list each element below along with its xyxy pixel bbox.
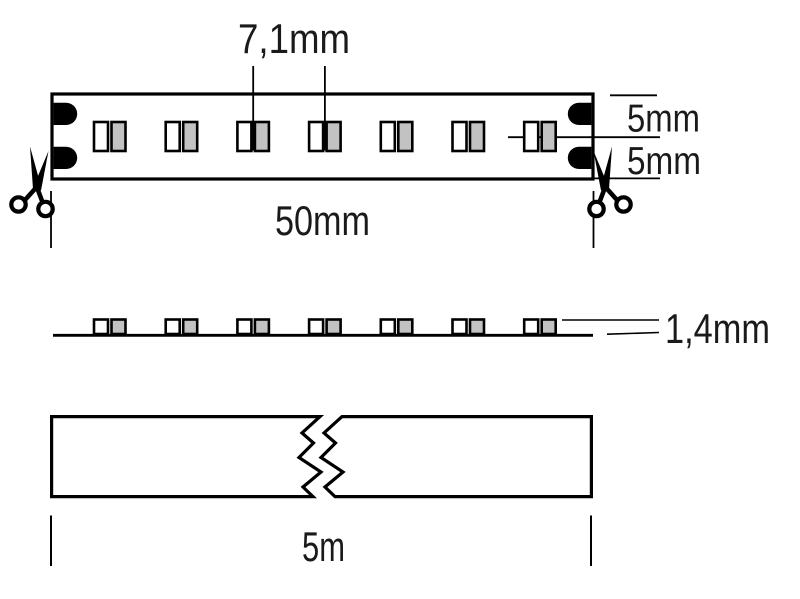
solder-pad-bottom-right (567, 146, 592, 169)
scissors-icon (11, 147, 52, 217)
solder-pad-bottom-left (53, 146, 78, 169)
strip-height-label: 1,4mm (665, 305, 770, 352)
led-pair-side (92, 318, 127, 336)
reel-view: 5m (50, 415, 593, 570)
led-pair-side (236, 318, 271, 336)
side-view: 1,4mm (53, 305, 770, 352)
reel-body-left (50, 415, 325, 499)
height-leader-bottom (606, 331, 660, 335)
solder-pad-top-right (567, 102, 592, 125)
top-view: 7,1mm 5mm 5mm 50mm (11, 15, 701, 248)
led-pair-side (164, 318, 199, 336)
reel-body-right (318, 415, 593, 499)
led-pair-side (379, 318, 414, 336)
half-width-bottom-label: 5mm (627, 140, 701, 183)
segment-length-label: 50mm (275, 197, 370, 244)
total-length-label: 5m (302, 523, 345, 570)
led-pair-side (451, 318, 486, 336)
led-pitch-label: 7,1mm (238, 15, 350, 62)
scissors-icon (589, 147, 630, 217)
solder-pad-top-left (53, 102, 78, 125)
led-pair-side (307, 318, 342, 336)
led-pair-side (522, 318, 558, 336)
half-width-top-label: 5mm (627, 98, 700, 141)
